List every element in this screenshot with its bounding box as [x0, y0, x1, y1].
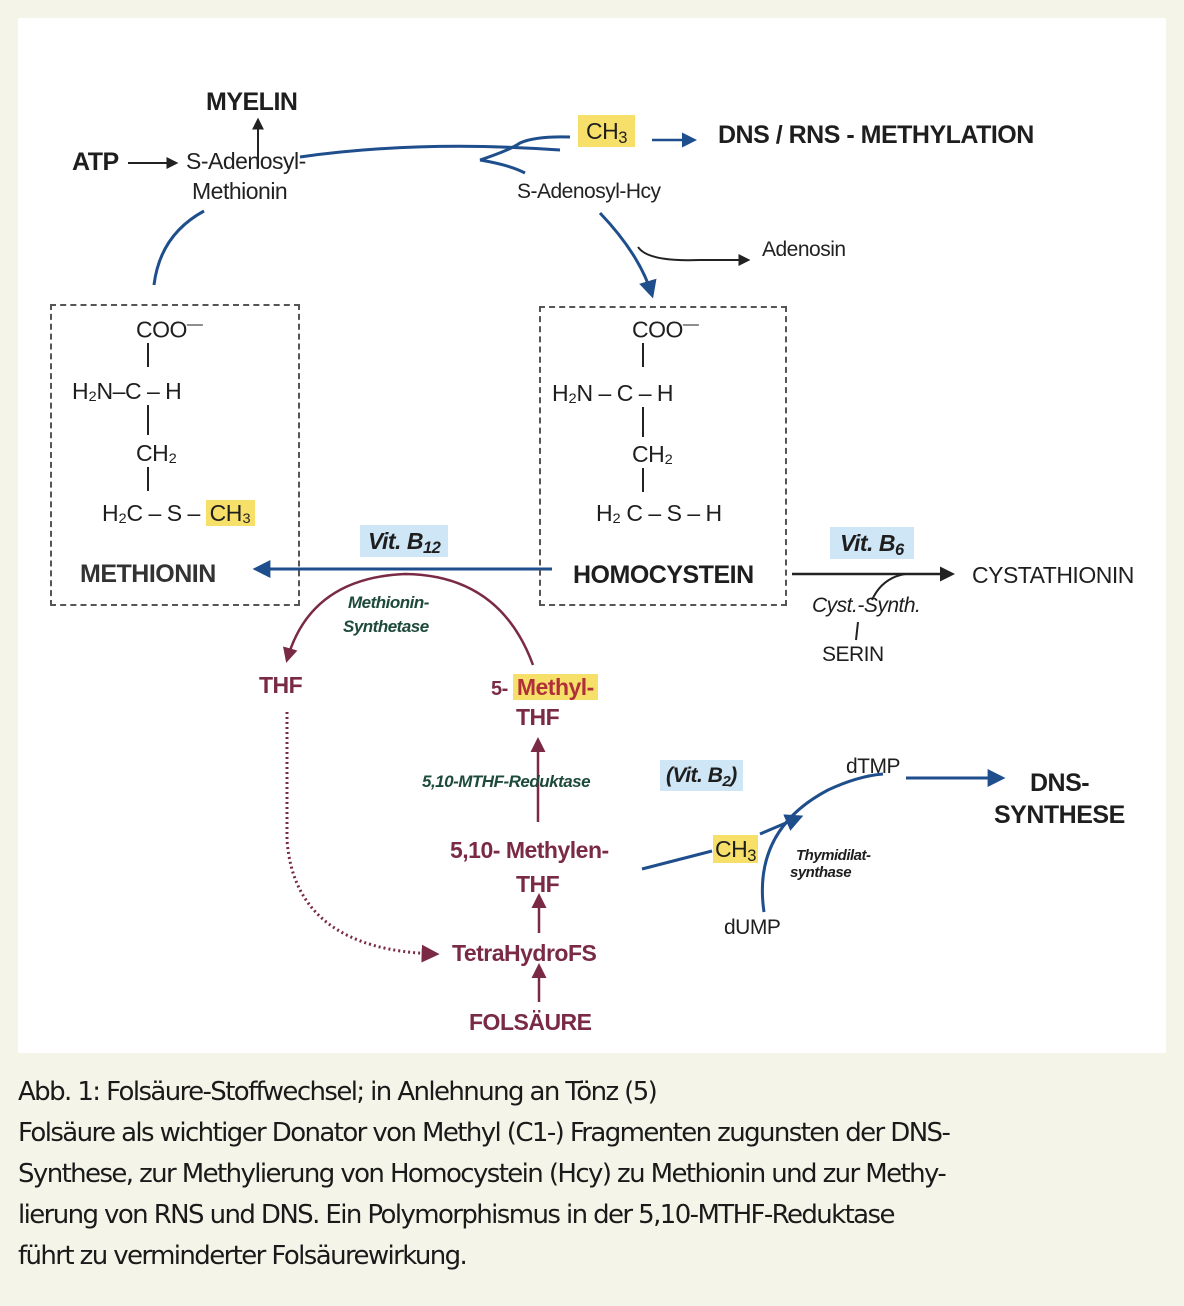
methylation-label: DNS / RNS - METHYLATION: [718, 121, 1034, 149]
methylen-thf-line1: 5,10- Methylen-: [450, 837, 609, 863]
tetrahydrofolsaeure-label: TetraHydroFS: [452, 940, 597, 966]
methylen-thf-line2: THF: [516, 871, 560, 897]
homocystein-coo: COO—: [632, 316, 699, 343]
methionin-structure-box: [50, 304, 300, 606]
serin-input-curve: [871, 573, 906, 601]
serin-line: [855, 621, 859, 641]
thymidilatsynthase-line1: Thymidilat-: [796, 847, 871, 864]
ch3-branch-up: [479, 135, 571, 162]
thymidilatsynthase-line2: synthase: [790, 864, 852, 881]
homocystein-h2n-c-h: H₂N – C – H: [552, 380, 674, 406]
caption-title: Abb. 1: Folsäure-Stoffwechsel; in Anlehn…: [18, 1077, 658, 1107]
methionin-synthetase-line2: Synthetase: [343, 617, 429, 636]
methionin-label: METHIONIN: [80, 560, 216, 588]
methyl-thf-to-thf-arc: [283, 572, 535, 666]
caption-text-line: Folsäure als wichtiger Donator von Methy…: [18, 1118, 951, 1148]
methionin-side-chain: H₂C – S – CH₃: [102, 500, 255, 527]
ch3-methyl-group-top: CH3: [578, 115, 635, 148]
thf-label: THF: [259, 672, 303, 698]
ch3-methyl-group-dna: CH3: [713, 835, 758, 866]
mthf-reduktase-label: 5,10-MTHF-Reduktase: [422, 772, 591, 791]
dump-to-dtmp-arc: [760, 772, 884, 913]
caption-text-line: Synthese, zur Methylierung von Homocyste…: [18, 1159, 947, 1189]
caption-text-line: lierung von RNS und DNS. Ein Polymorphis…: [18, 1200, 895, 1230]
bond-line: [642, 468, 644, 492]
dns-synthese-line1: DNS-: [1030, 769, 1090, 797]
vit-b12-cofactor: Vit. B12: [360, 525, 449, 558]
cyst-synth-label: Cyst.-Synth.: [812, 594, 921, 617]
methylen-to-ch3-line: [641, 849, 713, 871]
methionin-ch2: CH₂: [136, 440, 177, 466]
sah-to-homocystein-arrow: [598, 211, 657, 299]
methionin-to-sam-arc: [152, 209, 205, 286]
bond-line: [642, 343, 644, 367]
atp-label: ATP: [72, 148, 119, 176]
methionin-synthetase-line1: Methionin-: [348, 593, 429, 612]
bond-line: [147, 405, 149, 435]
diagram-panel: [18, 18, 1166, 1053]
bond-line: [147, 467, 149, 491]
vit-b6-cofactor: Vit. B6: [830, 527, 914, 560]
dump-label: dUMP: [724, 916, 781, 939]
myelin-label: MYELIN: [206, 88, 298, 116]
caption-text-line: führt zu verminderter Folsäurewirkung.: [18, 1241, 468, 1271]
dns-synthese-line2: SYNTHESE: [994, 801, 1125, 829]
homocystein-label: HOMOCYSTEIN: [573, 561, 754, 589]
methionin-coo: COO—: [136, 316, 203, 343]
dtmp-label: dTMP: [846, 755, 901, 778]
methionin-h2n-c-h: H₂N–C – H: [72, 378, 182, 404]
sah-label: S-Adenosyl-Hcy: [517, 180, 661, 203]
folsaeure-label: FOLSÄURE: [469, 1009, 592, 1035]
bond-line: [642, 407, 644, 437]
adenosin-arrow: [637, 246, 751, 266]
sam-label-line1: S-Adenosyl-: [186, 148, 306, 174]
vit-b2-cofactor: (Vit. B2): [660, 760, 743, 791]
homocystein-structure-box: [539, 306, 787, 606]
ch3-to-thymidylate-arrow: [759, 814, 804, 836]
bond-line: [147, 343, 149, 367]
adenosin-label: Adenosin: [762, 238, 846, 261]
sam-label-line2: Methionin: [192, 178, 288, 204]
methyl-thf-line1: 5- Methyl-: [491, 674, 598, 701]
homocystein-ch2: CH₂: [632, 441, 673, 467]
homocystein-side-chain: H₂ C – S – H: [596, 500, 722, 526]
pathway-arrows: [128, 117, 1006, 1002]
serin-label: SERIN: [822, 643, 884, 666]
methyl-thf-line2: THF: [516, 704, 560, 730]
sah-branch-down: [479, 158, 526, 175]
figure-caption: Abb. 1: Folsäure-Stoffwechsel; in Anlehn…: [18, 1072, 1168, 1277]
cystathionin-label: CYSTATHIONIN: [972, 562, 1134, 588]
sam-to-sah-arc: [299, 144, 561, 159]
thf-recycle-dotted-arrow: [285, 712, 440, 963]
